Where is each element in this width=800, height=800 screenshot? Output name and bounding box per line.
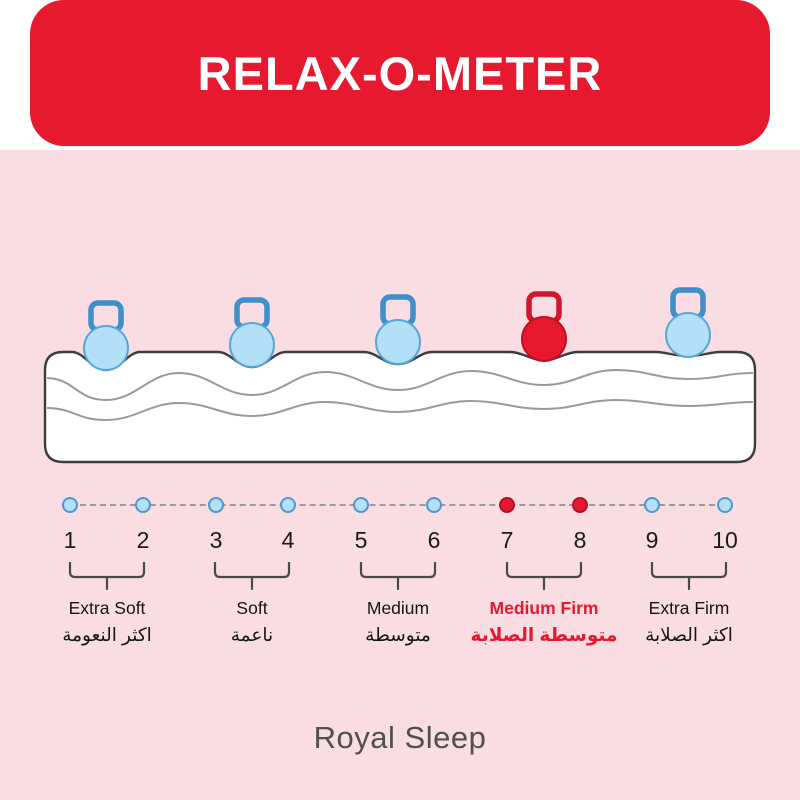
scale-dot-2	[135, 497, 151, 513]
mattress-layer-wave-top	[47, 368, 753, 402]
firmness-label-en: Soft	[236, 598, 268, 618]
bracket-icon	[505, 562, 583, 590]
scale-dot-1	[62, 497, 78, 513]
scale-number-10: 10	[712, 527, 738, 553]
scale-number-6: 6	[427, 527, 441, 553]
kettlebell-weight-2	[229, 297, 275, 368]
kettlebell-ball-icon	[375, 319, 421, 365]
scale-number-7: 7	[500, 527, 514, 553]
scale-number-8: 8	[573, 527, 587, 553]
kettlebell-weight-1	[83, 300, 129, 371]
kettlebell-weight-5	[665, 287, 711, 358]
firmness-label-en: Medium	[366, 598, 430, 618]
brand-name: Royal Sleep	[313, 720, 487, 755]
firmness-label-en: Medium Firm	[489, 598, 599, 618]
firmness-label-ar: اكثر النعومة	[62, 624, 152, 645]
pink-background	[0, 150, 800, 800]
scale-dot-8	[572, 497, 588, 513]
firmness-label-en: Extra Firm	[648, 598, 730, 618]
kettlebell-weight-4	[521, 291, 567, 362]
scale-dot-6	[426, 497, 442, 513]
firmness-group-extra-soft: Extra Soft اكثر النعومة	[17, 562, 197, 646]
scale-dot-4	[280, 497, 296, 513]
mattress-illustration	[43, 287, 757, 464]
bracket-icon	[359, 562, 437, 590]
kettlebell-weight-3	[375, 294, 421, 365]
bracket-icon	[68, 562, 146, 590]
scale-number-5: 5	[354, 527, 368, 553]
scale-number-4: 4	[281, 527, 295, 553]
mattress-body	[43, 350, 757, 464]
scale-dot-7	[499, 497, 515, 513]
bracket-icon	[650, 562, 728, 590]
firmness-group-medium: Medium متوسطة	[308, 562, 488, 646]
firmness-label-en: Extra Soft	[68, 598, 146, 618]
scale-number-2: 2	[136, 527, 150, 553]
scale-number-1: 1	[63, 527, 77, 553]
firmness-group-soft: Soft ناعمة	[162, 562, 342, 646]
bracket-icon	[213, 562, 291, 590]
scale-dot-9	[644, 497, 660, 513]
firmness-label-ar: متوسطة الصلابة	[470, 624, 618, 645]
mattress-layer-wave-bottom	[47, 398, 753, 422]
page-title: RELAX-O-METER	[197, 46, 603, 100]
firmness-label-ar: متوسطة	[365, 624, 431, 645]
scale-number-3: 3	[209, 527, 223, 553]
kettlebell-ball-icon	[83, 325, 129, 371]
scale-dashed-line	[70, 504, 725, 506]
kettlebell-ball-icon	[521, 316, 567, 362]
firmness-group-medium-firm: Medium Firm متوسطة الصلابة	[454, 562, 634, 646]
firmness-label-ar: اكثر الصلابة	[645, 624, 733, 645]
firmness-label-ar: ناعمة	[230, 624, 274, 645]
scale-number-9: 9	[645, 527, 659, 553]
kettlebell-ball-icon	[229, 322, 275, 368]
scale-dot-10	[717, 497, 733, 513]
header-banner: RELAX-O-METER	[30, 0, 770, 146]
scale-dot-5	[353, 497, 369, 513]
scale-dot-3	[208, 497, 224, 513]
firmness-group-extra-firm: Extra Firm اكثر الصلابة	[599, 562, 779, 646]
kettlebell-ball-icon	[665, 312, 711, 358]
